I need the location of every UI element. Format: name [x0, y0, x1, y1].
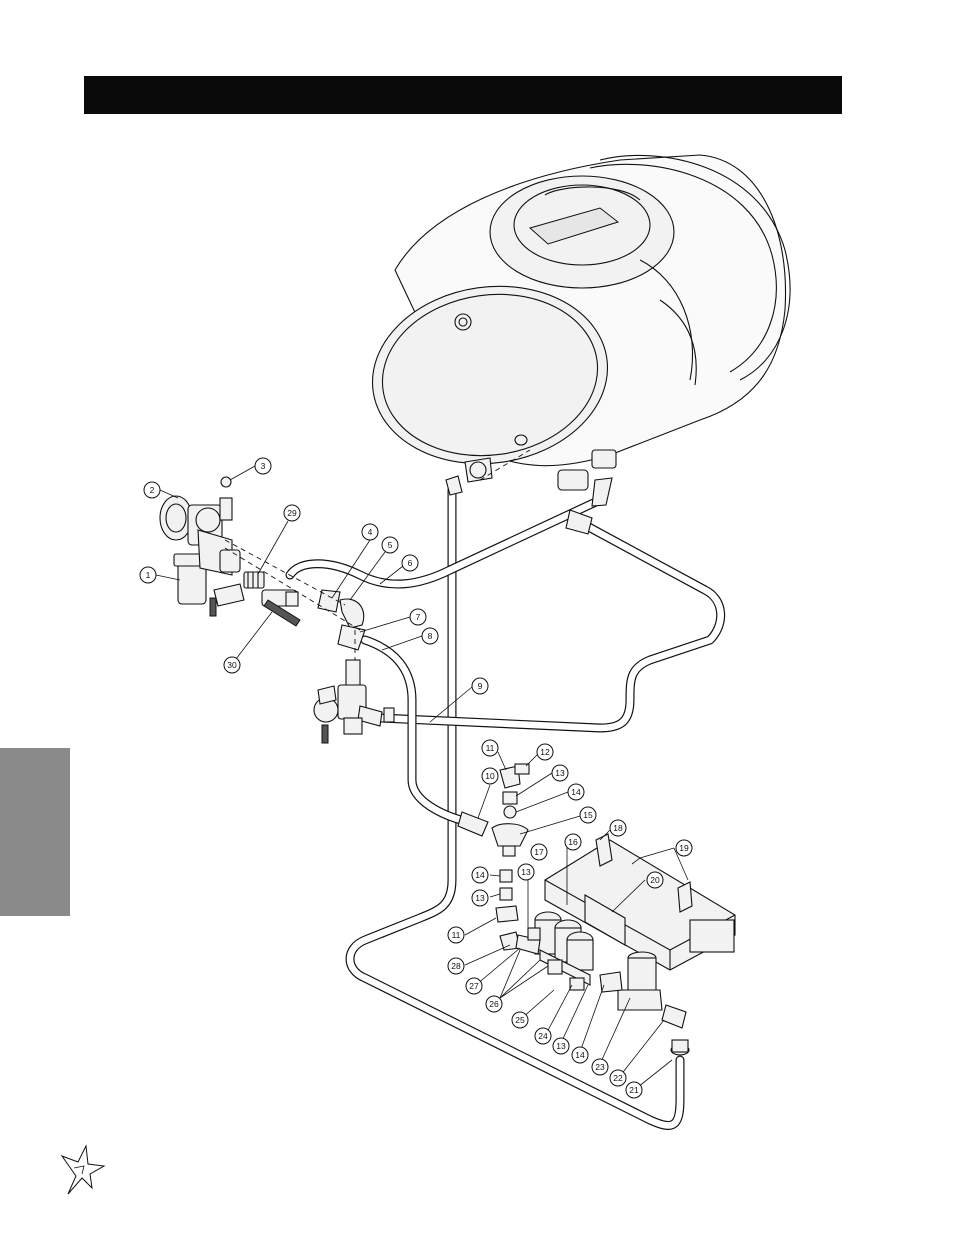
svg-text:2: 2: [150, 485, 155, 495]
svg-text:13: 13: [556, 1041, 566, 1051]
callout-14-mid: 14: [471, 866, 489, 884]
callout-5: 5: [381, 536, 399, 554]
svg-text:12: 12: [540, 747, 550, 757]
svg-text:13: 13: [521, 867, 531, 877]
svg-text:20: 20: [650, 875, 660, 885]
callout-30: 30: [223, 656, 241, 674]
callouts: 1 2 3 4 5 6 7 8 9 10 11 12 13 14 15 16 1…: [139, 457, 693, 1099]
callout-13-cluster: 13: [517, 863, 535, 881]
callout-12: 12: [536, 743, 554, 761]
fittings: [317, 449, 617, 951]
valve-assembly: [159, 449, 531, 665]
mid-valve: [313, 659, 395, 744]
callout-13-upper: 13: [551, 764, 569, 782]
callout-20: 20: [646, 871, 664, 889]
callout-14-lower: 14: [571, 1046, 589, 1064]
svg-text:6: 6: [408, 558, 413, 568]
svg-text:11: 11: [486, 743, 495, 753]
section-side-tab: [0, 748, 70, 916]
callout-15: 15: [579, 806, 597, 824]
svg-text:1: 1: [146, 570, 151, 580]
svg-text:11: 11: [452, 930, 461, 940]
callout-26: 26: [485, 995, 503, 1013]
svg-text:22: 22: [613, 1073, 623, 1083]
callout-27: 27: [465, 977, 483, 995]
svg-text:25: 25: [515, 1015, 525, 1025]
callout-24: 24: [534, 1027, 552, 1045]
svg-text:30: 30: [227, 660, 237, 670]
callout-1: 1: [139, 566, 157, 584]
callout-21: 21: [625, 1081, 643, 1099]
manifold-bracket: [515, 833, 736, 1056]
callout-18: 18: [609, 819, 627, 837]
callout-9: 9: [471, 677, 489, 695]
callout-25: 25: [511, 1011, 529, 1029]
svg-text:17: 17: [534, 847, 544, 857]
callout-6: 6: [401, 554, 419, 572]
svg-text:14: 14: [475, 870, 485, 880]
svg-text:13: 13: [555, 768, 565, 778]
callout-19: 19: [675, 839, 693, 857]
svg-text:3: 3: [261, 461, 266, 471]
svg-text:13: 13: [475, 893, 485, 903]
callout-28: 28: [447, 957, 465, 975]
callout-3: 3: [254, 457, 272, 475]
svg-text:26: 26: [489, 999, 499, 1009]
svg-text:9: 9: [478, 681, 483, 691]
callout-leaders: [155, 465, 689, 1088]
callout-10: 10: [481, 767, 499, 785]
svg-text:19: 19: [679, 843, 689, 853]
star-burst-logo-icon: [60, 1144, 106, 1195]
callout-16: 16: [564, 833, 582, 851]
callout-13-lower: 13: [552, 1037, 570, 1055]
svg-text:23: 23: [595, 1062, 605, 1072]
svg-text:24: 24: [538, 1031, 548, 1041]
svg-text:8: 8: [428, 631, 433, 641]
callout-23: 23: [591, 1058, 609, 1076]
svg-text:18: 18: [613, 823, 623, 833]
svg-text:29: 29: [287, 508, 297, 518]
callout-4: 4: [361, 523, 379, 541]
header-bar: [84, 76, 842, 114]
callout-2: 2: [143, 481, 161, 499]
callout-11-upper: 11: [481, 739, 499, 757]
svg-text:27: 27: [469, 981, 479, 991]
svg-text:16: 16: [568, 837, 578, 847]
callout-7: 7: [409, 608, 427, 626]
callout-29: 29: [283, 504, 301, 522]
svg-text:10: 10: [485, 771, 495, 781]
callout-22: 22: [609, 1069, 627, 1087]
callout-14-upper: 14: [567, 783, 585, 801]
svg-text:15: 15: [583, 810, 593, 820]
callout-13-mid: 13: [471, 889, 489, 907]
callout-17: 17: [530, 843, 548, 861]
svg-text:5: 5: [388, 540, 393, 550]
svg-text:28: 28: [451, 961, 461, 971]
svg-text:14: 14: [571, 787, 581, 797]
hoses: [285, 485, 726, 1130]
svg-text:7: 7: [416, 612, 421, 622]
callout-11-lower: 11: [447, 926, 465, 944]
callout-8: 8: [421, 627, 439, 645]
svg-text:14: 14: [575, 1050, 585, 1060]
svg-text:21: 21: [629, 1085, 639, 1095]
spray-tank: [371, 154, 791, 467]
svg-text:4: 4: [368, 527, 373, 537]
